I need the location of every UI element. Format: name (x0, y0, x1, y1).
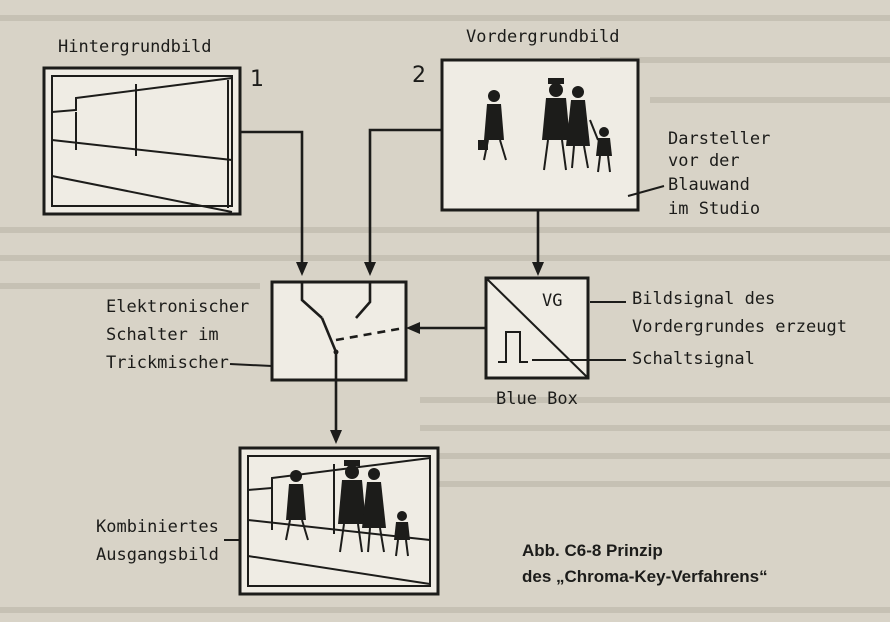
family-figures-icon (542, 78, 612, 173)
connections (240, 128, 544, 444)
blue-box-label: Blue Box (496, 389, 578, 409)
svg-text:im Studio: im Studio (668, 199, 760, 219)
svg-text:Elektronischer: Elektronischer (106, 297, 249, 317)
electronic-switch-box (270, 280, 408, 382)
figure-caption: Abb. C6-8 Prinzip des „Chroma-Key-Verfah… (522, 541, 768, 586)
background-number: 1 (250, 67, 264, 92)
vg-label: VG (542, 291, 562, 311)
combined-figures-icon (285, 460, 410, 557)
svg-text:Schalter im: Schalter im (106, 325, 219, 345)
svg-text:des „Chroma-Key-Verfahrens“: des „Chroma-Key-Verfahrens“ (522, 567, 768, 586)
background-text-lines (0, 15, 890, 613)
actor-label: Darsteller vor der Blauwand im Studio (627, 129, 770, 219)
svg-text:Vordergrundes erzeugt: Vordergrundes erzeugt (632, 317, 847, 337)
background-image-box (42, 66, 242, 216)
svg-text:Bildsignal des: Bildsignal des (632, 289, 775, 309)
svg-text:Trickmischer: Trickmischer (106, 353, 229, 373)
foreground-image-title: Vordergrundbild (466, 27, 620, 47)
person-with-bag-icon (478, 90, 507, 161)
combined-output-box (238, 446, 440, 596)
svg-text:Kombiniertes: Kombiniertes (96, 517, 219, 537)
switch-label: Elektronischer Schalter im Trickmischer (106, 297, 273, 373)
schaltsignal-label: Schaltsignal (532, 349, 755, 369)
svg-text:Schaltsignal: Schaltsignal (632, 349, 755, 369)
svg-text:Darsteller: Darsteller (668, 129, 770, 149)
combined-output-label: Kombiniertes Ausgangsbild (96, 517, 240, 565)
blue-box: VG (484, 276, 590, 380)
foreground-image-box (440, 58, 640, 212)
svg-text:Abb. C6-8 Prinzip: Abb. C6-8 Prinzip (522, 541, 663, 560)
bildsignal-label: Bildsignal des Vordergrundes erzeugt (590, 289, 847, 337)
svg-text:vor der: vor der (668, 151, 740, 171)
svg-text:Blauwand: Blauwand (668, 175, 750, 195)
background-image-title: Hintergrundbild (58, 37, 212, 57)
foreground-number: 2 (412, 63, 426, 88)
svg-text:Ausgangsbild: Ausgangsbild (96, 545, 219, 565)
